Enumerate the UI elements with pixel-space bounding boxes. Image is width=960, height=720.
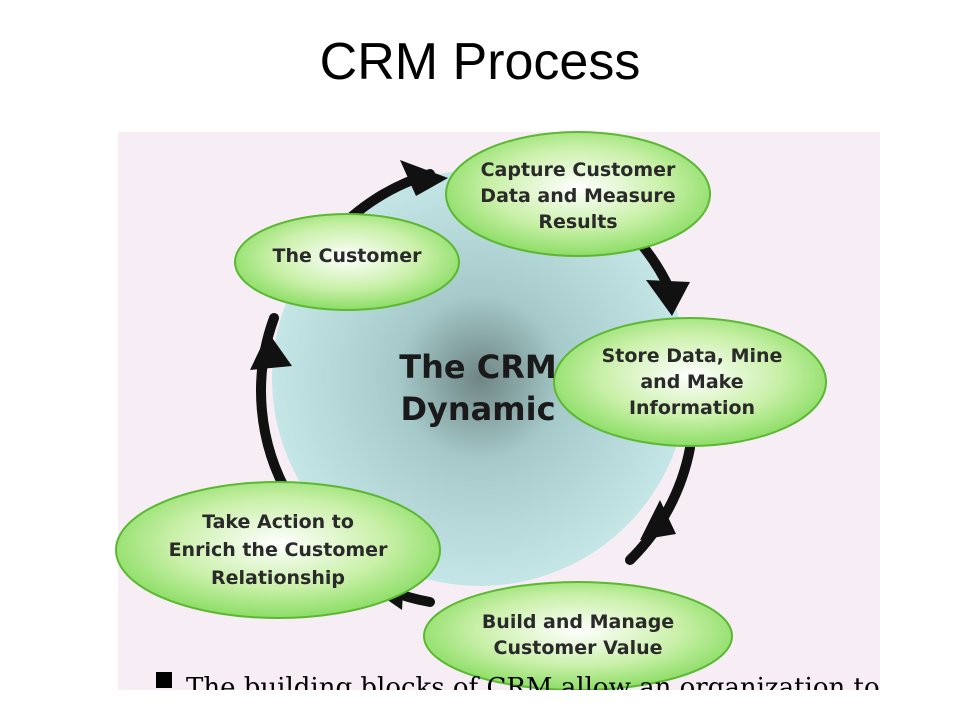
node-store-line-2: and Make <box>640 371 743 393</box>
node-capture-line-3: Results <box>538 211 617 233</box>
node-build-line-1: Build and Manage <box>482 611 674 633</box>
node-customer-line-1: The Customer <box>273 245 423 267</box>
node-action-line-1: Take Action to <box>202 511 354 533</box>
node-customer: The Customer <box>234 213 460 311</box>
node-build: Build and Manage Customer Value <box>423 581 733 691</box>
arrowhead-to-capture <box>400 160 448 196</box>
node-store: Store Data, Mine and Make Information <box>553 317 827 447</box>
node-capture-line-2: Data and Measure <box>480 185 675 207</box>
center-label-line-1: The CRM <box>399 348 556 386</box>
ring-arc-store-to-build <box>625 443 695 565</box>
arrowhead-to-customer <box>250 332 292 370</box>
node-store-line-1: Store Data, Mine <box>602 345 783 367</box>
node-action-line-3: Relationship <box>211 567 345 589</box>
arrowhead-to-build <box>640 500 676 540</box>
arrowhead-to-store <box>646 280 690 316</box>
bullet-square-icon <box>156 672 172 688</box>
slide-title: CRM Process <box>319 33 641 91</box>
node-store-line-3: Information <box>629 397 755 419</box>
node-action: Take Action to Enrich the Customer Relat… <box>115 481 441 619</box>
node-capture: Capture Customer Data and Measure Result… <box>445 131 711 257</box>
node-build-line-2: Customer Value <box>494 637 663 659</box>
node-action-line-2: Enrich the Customer <box>169 539 389 561</box>
center-label-line-2: Dynamic <box>400 390 555 428</box>
node-capture-line-1: Capture Customer <box>481 159 676 181</box>
bottom-white-strip <box>0 690 960 720</box>
